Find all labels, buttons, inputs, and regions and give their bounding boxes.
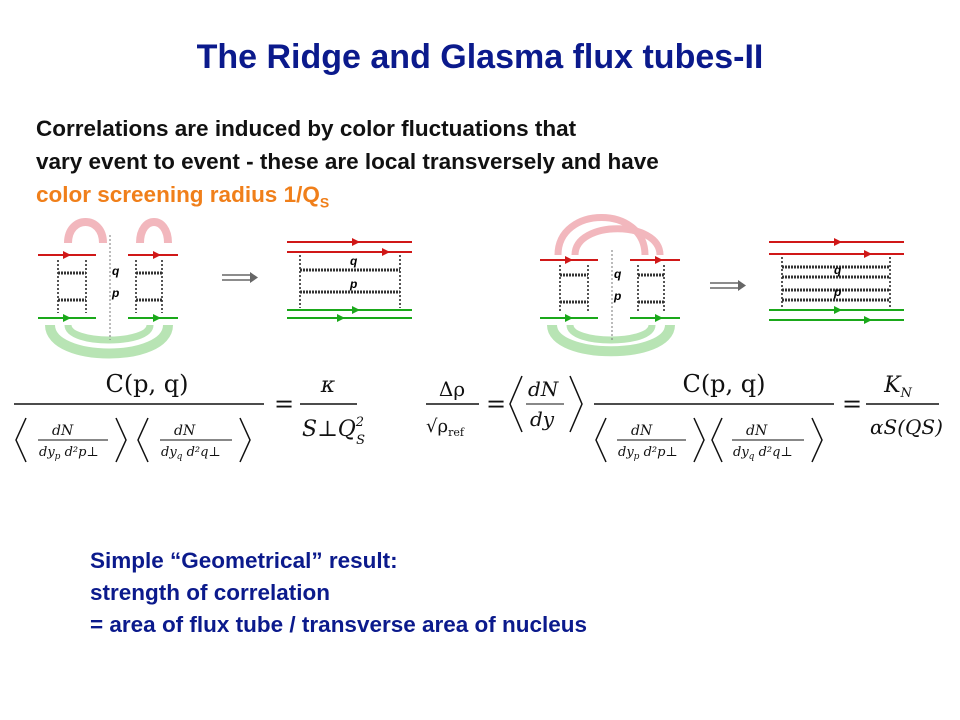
eq2-equals-1: = [486,390,506,418]
eq2-lhs-numerator: Δρ [439,377,465,401]
result-line-2: strength of correlation [90,580,331,605]
eq2-denom-2: dyq d²q⊥ [733,445,793,462]
result-line-1: Simple “Geometrical” result: [90,548,398,573]
feynman-diagram-4: q p [769,238,904,324]
label-p-3: p [613,289,621,303]
result-line-3: = area of flux tube / transverse area of… [90,612,588,637]
eq2-dN-2: dN [746,423,768,439]
label-q-4: q [834,263,842,277]
eq2-numerator: C(p, q) [682,370,765,398]
equation-1: C(p, q) dN dyp d²p⊥ dN dyq d²q⊥ = κ S⊥Q2… [14,370,365,463]
feynman-diagram-1: q p [38,218,178,359]
eq2-rhs-numerator: KN [883,373,912,401]
eq2-middle-num: dN [528,377,560,401]
eq2-dN-1: dN [631,423,653,439]
eq2-denom-1: dyp d²p⊥ [618,445,678,462]
feynman-diagram-2: q p [287,238,412,322]
eq2-equals-2: = [842,390,862,418]
feynman-diagram-3: q p [540,214,680,357]
eq1-denom-1: dyp d²p⊥ [39,445,99,462]
eq1-equals: = [274,390,294,418]
eq1-rhs-numerator: κ [320,373,336,398]
intro-line-2: vary event to event - these are local tr… [36,149,659,174]
label-p-2: p [349,277,357,291]
result-text: Simple “Geometrical” result: strength of… [90,545,587,641]
label-p: p [111,286,119,300]
intro-text: Correlations are induced by color fluctu… [36,112,936,220]
eq2-middle-den: dy [530,407,555,431]
arrow-1 [222,272,258,283]
eq1-dN-1: dN [52,423,74,439]
intro-line-1: Correlations are induced by color fluctu… [36,116,577,141]
label-q-2: q [350,254,358,268]
label-q-3: q [614,267,622,281]
label-p-4: p [833,285,841,299]
slide-title: The Ridge and Glasma flux tubes-II [196,38,764,76]
eq1-dN-2: dN [174,423,196,439]
eq2-lhs-denominator: √ρref [426,416,465,439]
eq1-numerator: C(p, q) [105,370,188,398]
label-q: q [112,264,120,278]
arrow-2 [710,280,746,291]
intro-line-3: color screening radius 1/QS [36,182,330,211]
eq1-denom-2: dyq d²q⊥ [161,445,221,462]
equation-2: Δρ √ρref = dN dy C(p, q) dN dyp d²p⊥ dN … [426,370,943,463]
eq2-rhs-denominator: αS(QS) [870,415,943,439]
